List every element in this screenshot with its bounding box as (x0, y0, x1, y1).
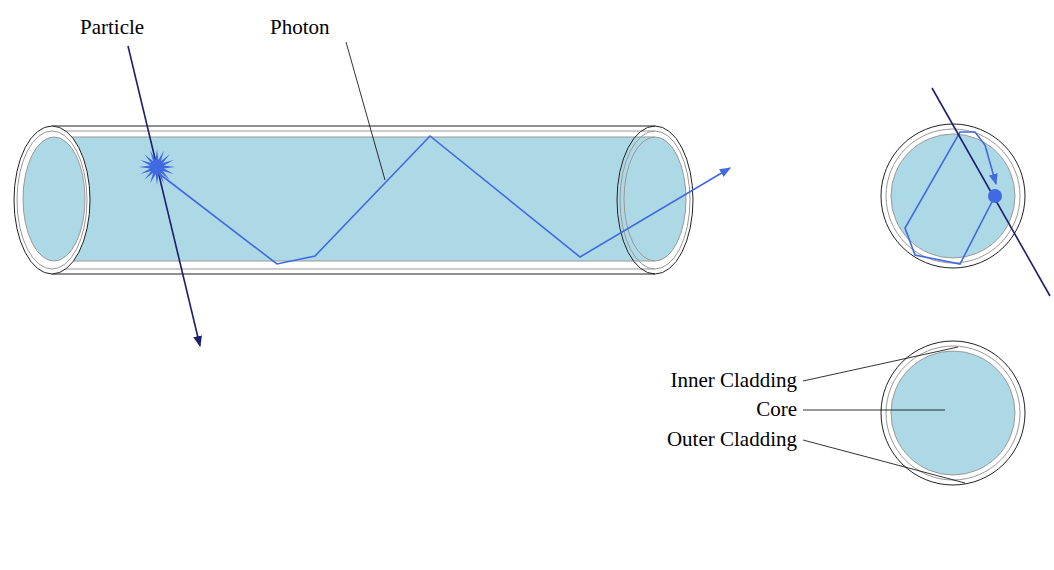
part-label: Inner Cladding (670, 369, 797, 392)
part-label: Core (756, 398, 797, 421)
part-label: Outer Cladding (667, 428, 797, 451)
fiber-side-view (14, 126, 693, 274)
particle-label: Particle (80, 16, 144, 39)
fiber-cross-section (881, 88, 1050, 296)
photon-path (157, 136, 730, 264)
leader-line (346, 42, 385, 180)
fiber-cross-section-labelled (803, 341, 1025, 485)
scintillation-burst (139, 149, 175, 185)
particle-track (128, 46, 200, 346)
photon-label: Photon (270, 16, 330, 39)
